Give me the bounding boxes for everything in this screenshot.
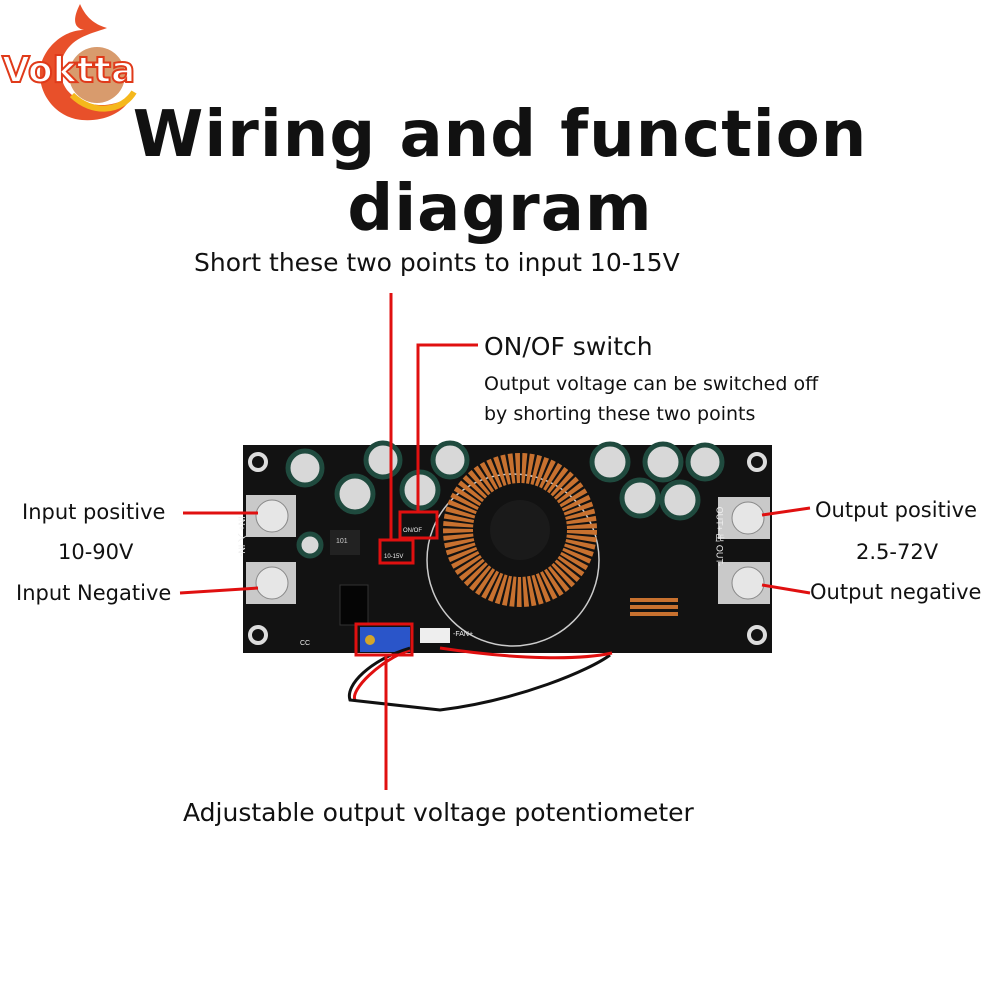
silk-fan-label: -FAN+ bbox=[453, 631, 474, 638]
output-terminals bbox=[718, 497, 770, 604]
input-negative-label: Input Negative bbox=[16, 581, 172, 605]
output-positive-label: Output positive bbox=[815, 498, 977, 522]
potentiometer-label: Adjustable output voltage potentiometer bbox=[183, 798, 694, 827]
small-inductor bbox=[630, 598, 678, 616]
silk-switch-label: ON/OF bbox=[403, 528, 422, 534]
switch-desc-1: Output voltage can be switched off bbox=[484, 373, 819, 395]
input-terminals bbox=[246, 495, 296, 604]
mounting-holes bbox=[248, 452, 767, 645]
output-negative-label: Output negative bbox=[810, 580, 982, 604]
silk-short-label: 10-15V bbox=[384, 554, 404, 560]
toroid-inductor bbox=[443, 453, 597, 607]
short-pads-box bbox=[378, 538, 415, 565]
short-points-label: Short these two points to input 10-15V bbox=[194, 248, 680, 277]
logo-fish-icon bbox=[39, 4, 137, 121]
potentiometer-box bbox=[354, 622, 414, 657]
silk-cc-label: CC bbox=[300, 640, 311, 647]
silk-chip-label: 101 bbox=[336, 538, 348, 545]
callout-lines bbox=[179, 293, 811, 790]
switch-title: ON/OF switch bbox=[484, 332, 653, 361]
logo-text: Voktta bbox=[1, 49, 136, 92]
switch-desc-2: by shorting these two points bbox=[484, 403, 756, 425]
silk-in-label: IN+ 入 IN- bbox=[236, 516, 247, 557]
page-title: Wiring and function diagram bbox=[132, 98, 868, 246]
input-range-label: 10-90V bbox=[58, 540, 134, 564]
output-range-label: 2.5-72V bbox=[856, 540, 939, 564]
input-positive-label: Input positive bbox=[22, 500, 166, 524]
silk-out-label: OUT+ 出 OUT- bbox=[714, 506, 725, 567]
capacitors bbox=[285, 440, 725, 559]
fan-connector bbox=[420, 628, 450, 643]
